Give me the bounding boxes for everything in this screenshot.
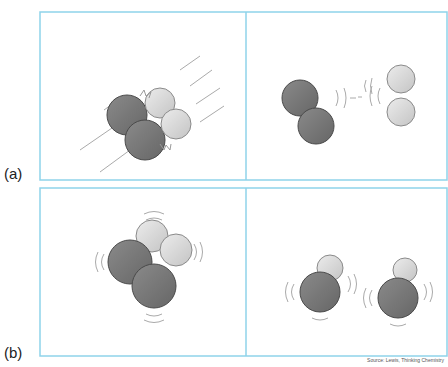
- credit-note: Source: Lewis, Thinking Chemistry: [367, 358, 444, 363]
- panel-frame: [40, 12, 447, 356]
- dark-molecule: [282, 80, 334, 144]
- panel-label: (b): [4, 345, 22, 360]
- dark-molecule: [108, 240, 176, 308]
- impact-star: [140, 90, 171, 150]
- motion-lines: [80, 56, 224, 172]
- panel-label: (a): [4, 166, 22, 181]
- light-molecule: [387, 65, 415, 126]
- dark-molecule: [300, 272, 418, 318]
- light-molecule: [145, 88, 191, 139]
- vibration-marks: [286, 274, 433, 326]
- vibration-marks: [336, 78, 380, 108]
- vibration-marks: [96, 212, 203, 323]
